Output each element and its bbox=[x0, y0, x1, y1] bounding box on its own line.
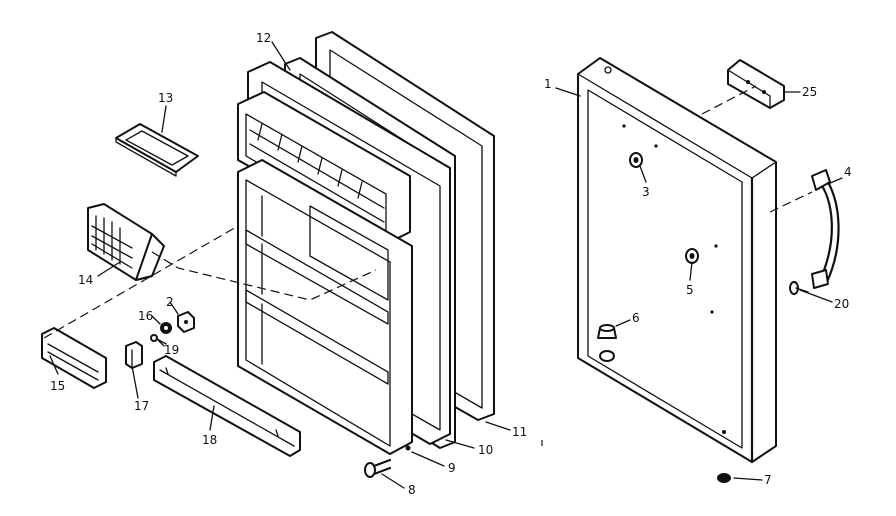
callout-3: 3 bbox=[642, 185, 650, 199]
alignment-lines bbox=[43, 85, 813, 446]
vent-cover-14 bbox=[87, 203, 165, 281]
callout-14: 14 bbox=[78, 273, 93, 287]
hinge-cover-25 bbox=[727, 59, 785, 109]
leader-lines bbox=[49, 41, 843, 489]
callout-10: 10 bbox=[478, 443, 493, 457]
callout-25: 25 bbox=[802, 85, 817, 99]
callout-6: 6 bbox=[632, 311, 640, 325]
callout-2: 2 bbox=[166, 295, 174, 309]
callout-20: 20 bbox=[834, 297, 849, 311]
callout-18: 18 bbox=[202, 433, 217, 447]
dairy-tray-13 bbox=[115, 123, 199, 177]
callout-11: 11 bbox=[512, 425, 527, 439]
callout-1: 1 bbox=[544, 77, 552, 91]
callout-9: 9 bbox=[448, 461, 456, 475]
screw-8 bbox=[364, 458, 392, 478]
trim-strip-18 bbox=[153, 355, 301, 457]
bracket-2 bbox=[177, 311, 195, 333]
callout-15: 15 bbox=[50, 379, 65, 393]
callout-8: 8 bbox=[408, 483, 416, 497]
callout-17: 17 bbox=[134, 399, 149, 413]
hinge-bushing-3 bbox=[629, 152, 643, 168]
callout-16: 16 bbox=[138, 309, 153, 323]
hinge-bushing-5 bbox=[685, 248, 699, 264]
callout-19: 19 bbox=[164, 343, 179, 357]
clip-17 bbox=[125, 341, 143, 369]
door-foot-7 bbox=[717, 473, 731, 483]
callout-13: 13 bbox=[158, 91, 173, 105]
inner-door-liner bbox=[237, 91, 413, 455]
outer-door bbox=[577, 57, 777, 464]
hinge-bushing-16 bbox=[160, 322, 172, 334]
callout-7: 7 bbox=[764, 473, 772, 487]
door-stop-6 bbox=[597, 324, 617, 362]
handle-screw-20 bbox=[789, 281, 809, 295]
callout-5: 5 bbox=[686, 283, 694, 297]
trim-strip-15 bbox=[41, 327, 107, 389]
door-handle-4 bbox=[811, 169, 840, 289]
callout-12: 12 bbox=[256, 31, 271, 45]
callout-4: 4 bbox=[844, 165, 852, 179]
